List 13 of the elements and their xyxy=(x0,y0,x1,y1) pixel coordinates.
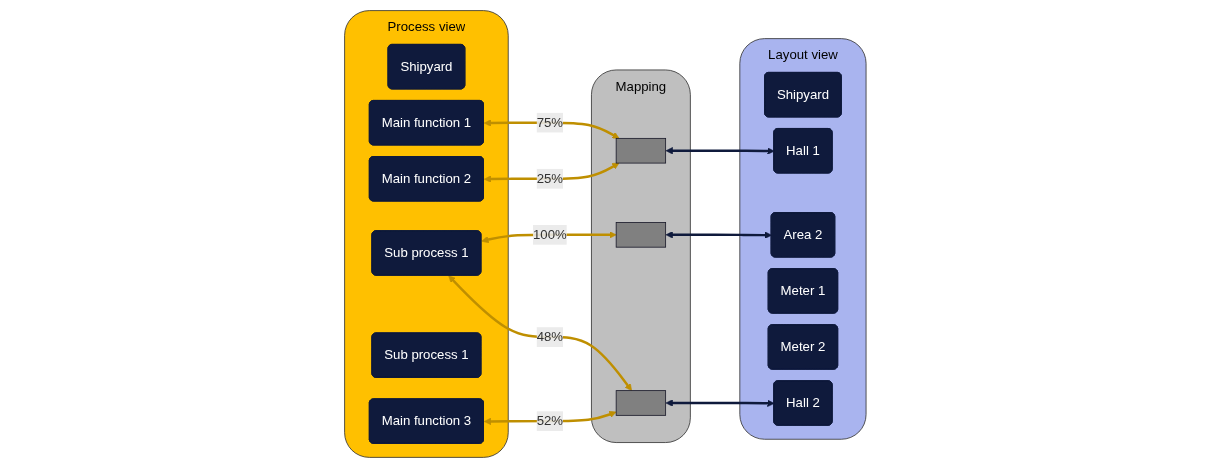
edge-label: 100% xyxy=(532,227,567,242)
edge-label: 75% xyxy=(536,115,563,130)
edge-label: 25% xyxy=(536,171,563,186)
cluster: Mapping xyxy=(590,69,691,443)
node-box xyxy=(615,222,666,248)
arrow xyxy=(665,147,775,155)
node-box xyxy=(615,137,666,164)
edge-label: 52% xyxy=(536,413,563,428)
node-box xyxy=(615,390,666,416)
arrow xyxy=(665,399,775,407)
arrow xyxy=(448,275,632,391)
arrow xyxy=(665,231,772,239)
edge-label: 48% xyxy=(536,329,563,344)
